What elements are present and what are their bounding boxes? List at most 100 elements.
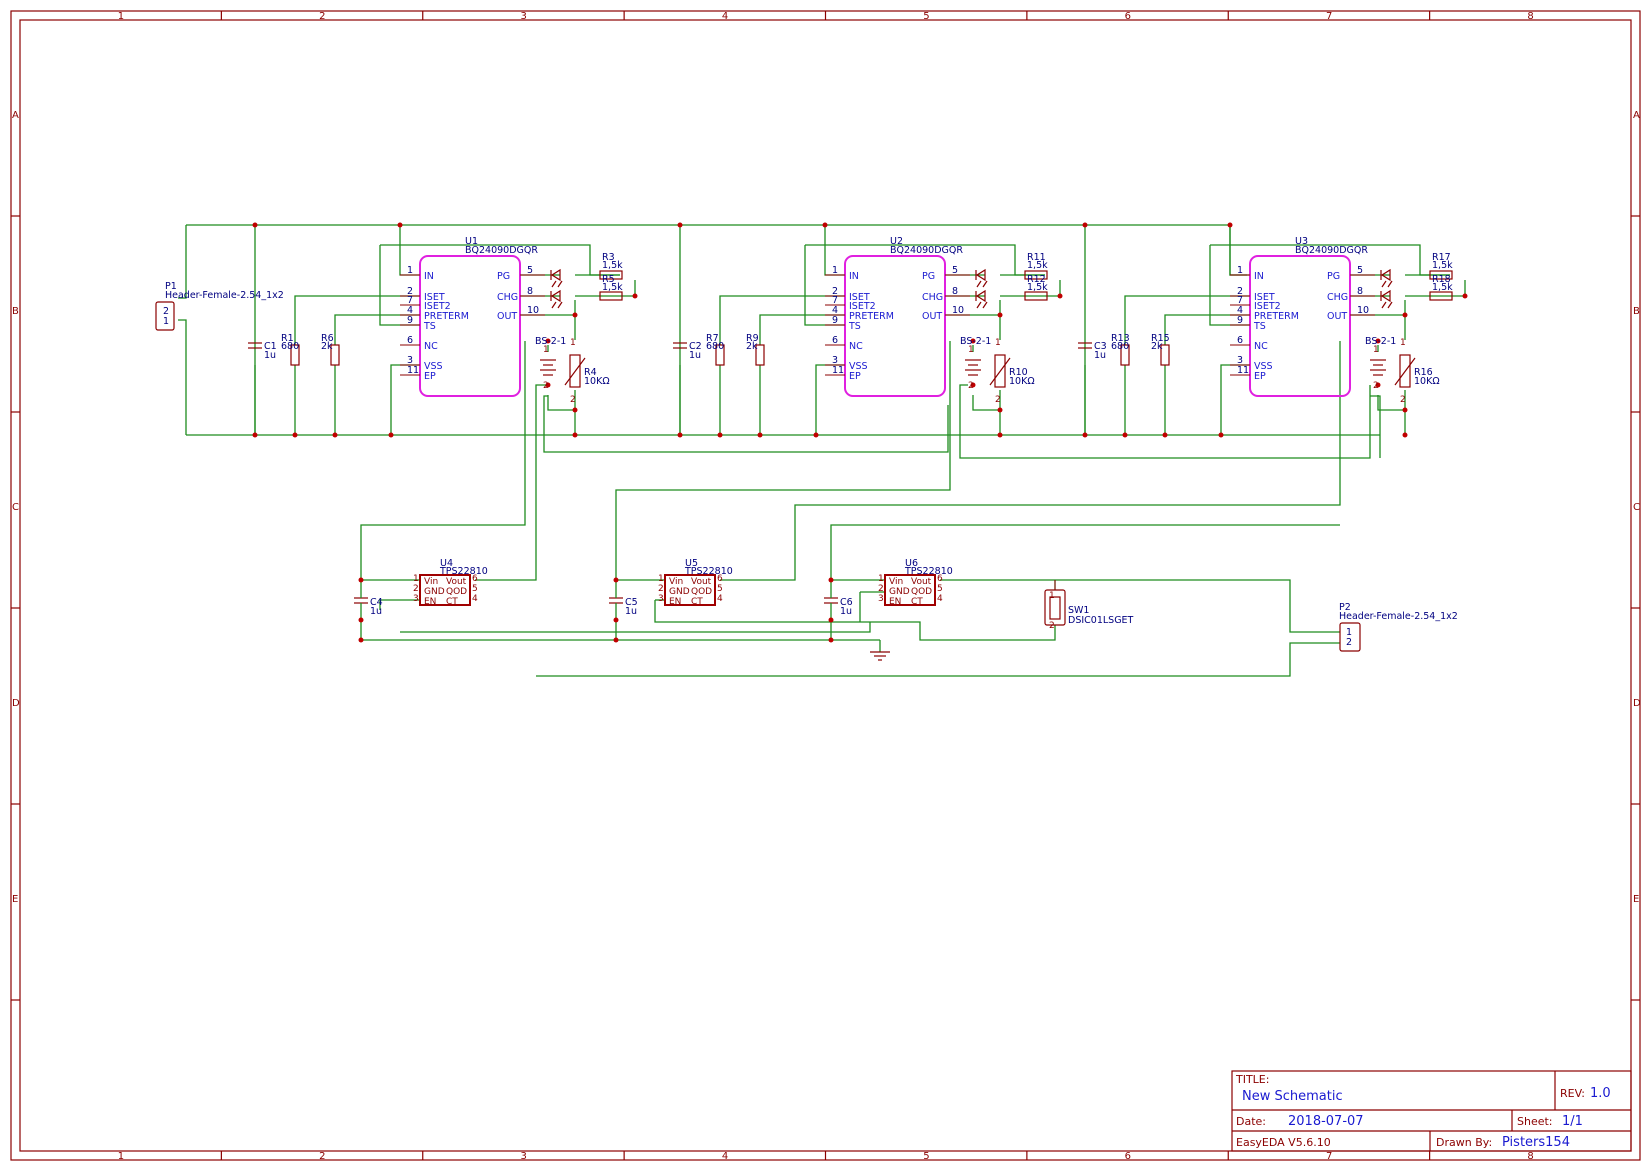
grid-col-top-6: 6 <box>1125 11 1131 22</box>
load-switch-ref: U6 <box>905 558 918 569</box>
ntc-value: 10KΩ <box>1009 376 1035 387</box>
r-preterm-body <box>330 344 340 366</box>
load-switch-part: TPS22810 <box>684 566 733 577</box>
r-iset-ref: R7 <box>706 333 719 344</box>
grid-col-bottom-8: 8 <box>1527 1151 1533 1162</box>
load-switch-part: TPS22810 <box>904 566 953 577</box>
title-block: TITLE: New Schematic REV: 1.0 Date: 2018… <box>1231 1070 1632 1152</box>
r-led-pg-body <box>1024 270 1048 280</box>
charger-pin-num-10: 10 <box>1357 305 1369 316</box>
drawn-by-label: Drawn By: <box>1436 1136 1492 1149</box>
ntc-pin-1: 1 <box>995 338 1001 348</box>
charger-pin-num-3: 3 <box>832 355 838 366</box>
led-pg <box>975 268 986 282</box>
charger-pin-preterm: PRETERM <box>1254 311 1299 322</box>
r-led-chg-ref: R5 <box>602 274 615 285</box>
header-p2: P2 Header-Female-2.54_1x2 1 2 <box>1339 602 1458 652</box>
charger-pin-num-1: 1 <box>1237 265 1243 276</box>
wires <box>178 224 1381 677</box>
grid-row-right-E: E <box>1633 894 1639 905</box>
date-label: Date: <box>1236 1115 1266 1128</box>
switch-pin-num-5: 5 <box>472 584 478 594</box>
charger-pin-num-1: 1 <box>407 265 413 276</box>
charger-part: BQ24090DGQR <box>1295 245 1368 256</box>
led-chg <box>1380 289 1391 303</box>
grid-row-right-C: C <box>1633 502 1640 513</box>
charger-pin-out: OUT <box>1327 311 1347 322</box>
switch-pin-ct: CT <box>446 597 458 607</box>
load-switch-ref: U5 <box>685 558 698 569</box>
ntc-pin-2: 2 <box>995 395 1001 405</box>
charger-pin-num-9: 9 <box>832 315 838 326</box>
charger-pin-iset2: ISET2 <box>849 301 876 312</box>
charger-pin-vss: VSS <box>1254 361 1273 372</box>
charger-pin-iset: ISET <box>1254 292 1275 303</box>
charger-pin-pg: PG <box>1327 271 1340 282</box>
r-preterm-ref: R6 <box>321 333 334 344</box>
outer-frame <box>10 10 1641 1161</box>
switch-pin-vin: Vin <box>669 577 683 587</box>
grid-col-bottom-6: 6 <box>1125 1151 1131 1162</box>
load-switch-part: TPS22810 <box>439 566 488 577</box>
sheet-value: 1/1 <box>1562 1114 1583 1129</box>
charger-pin-out: OUT <box>922 311 942 322</box>
switch-pin-num-6: 6 <box>472 574 478 584</box>
switch-pin-num-2: 2 <box>658 584 664 594</box>
p2-part: Header-Female-2.54_1x2 <box>1339 611 1458 622</box>
p1-part: Header-Female-2.54_1x2 <box>165 290 284 301</box>
switch-pin-num-3: 3 <box>878 594 884 604</box>
led-chg <box>550 289 561 303</box>
ntc-ref: R16 <box>1414 367 1433 378</box>
charger-pin-num-4: 4 <box>407 305 413 316</box>
ntc-value: 10KΩ <box>584 376 610 387</box>
cap-value: 1u <box>689 350 701 361</box>
charger-pin-num-4: 4 <box>1237 305 1243 316</box>
load-switch-body <box>664 574 716 606</box>
switch-pin-vout: Vout <box>911 577 932 587</box>
switch-cap-value: 1u <box>625 606 637 617</box>
switch-cap-ref: C6 <box>840 597 853 608</box>
sw1-pin-2: 2 <box>1049 621 1055 631</box>
battery-pin-1: 1 <box>543 345 549 355</box>
ntc-body <box>994 354 1006 388</box>
charger-pin-chg: CHG <box>922 292 943 303</box>
switch-pin-num-6: 6 <box>937 574 943 584</box>
charger-pin-num-11: 11 <box>1237 365 1249 376</box>
switch-pin-num-6: 6 <box>717 574 723 584</box>
charger-pin-preterm: PRETERM <box>424 311 469 322</box>
switch-cap-ref: C4 <box>370 597 383 608</box>
switch-pin-vin: Vin <box>889 577 903 587</box>
sheet-label: Sheet: <box>1517 1115 1553 1128</box>
sw1-part: DSIC01LSGET <box>1068 615 1134 626</box>
battery-pin-2: 2 <box>543 381 549 391</box>
date-value: 2018-07-07 <box>1288 1114 1364 1129</box>
schematic-title: New Schematic <box>1242 1089 1343 1104</box>
switch-pin-gnd: GND <box>424 587 445 597</box>
switch-pin-num-2: 2 <box>413 584 419 594</box>
ntc-body <box>569 354 581 388</box>
grid-row-left-C: C <box>12 502 19 513</box>
switch-pin-ct: CT <box>911 597 923 607</box>
cap-ref: C3 <box>1094 341 1107 352</box>
charger-pin-vss: VSS <box>424 361 443 372</box>
charger-pin-chg: CHG <box>497 292 518 303</box>
r-led-pg-ref: R17 <box>1432 252 1451 263</box>
charger-pin-num-11: 11 <box>832 365 844 376</box>
grid-row-left-E: E <box>12 894 18 905</box>
r-iset-value: 680 <box>1111 341 1129 352</box>
r-led-chg-value: 1,5k <box>602 282 623 293</box>
charger-pin-num-8: 8 <box>1357 286 1363 297</box>
r-led-chg-ref: R12 <box>1027 274 1046 285</box>
sw1-ref: SW1 <box>1068 605 1089 616</box>
ground-symbol <box>870 651 890 661</box>
charger-pin-num-10: 10 <box>527 305 539 316</box>
r-iset-ref: R13 <box>1111 333 1130 344</box>
drawn-by-value: Pisters154 <box>1502 1135 1570 1150</box>
r-led-pg-ref: R3 <box>602 252 615 263</box>
grid-col-top-3: 3 <box>520 11 526 22</box>
charger-pin-in: IN <box>424 271 434 282</box>
switch-pin-num-2: 2 <box>878 584 884 594</box>
charger-block-u3: U3BQ24090DGQR1IN2ISET7ISET24PRETERM9TS6N… <box>1078 222 1468 438</box>
